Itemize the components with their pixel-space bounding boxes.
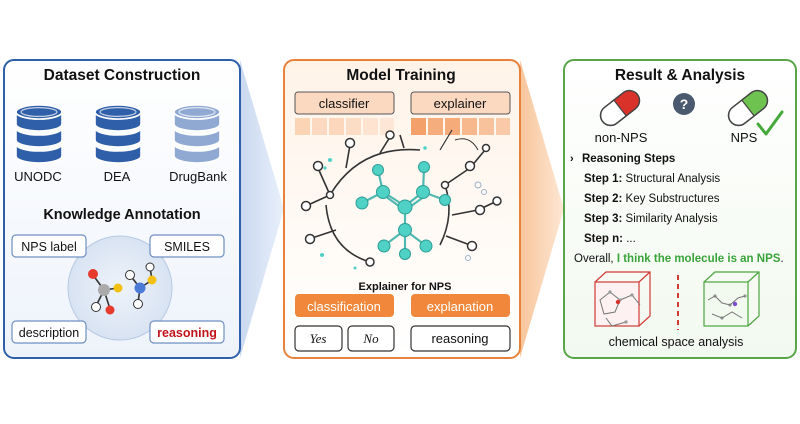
chemical-space-red-cube <box>594 271 651 327</box>
tag-nps-label: NPS label <box>11 234 87 258</box>
classification-box: classification <box>295 294 394 317</box>
explanation-label: explanation <box>427 299 494 314</box>
no-label: No <box>362 331 379 346</box>
flow-arrow-1 <box>240 60 284 358</box>
check-icon <box>756 110 784 136</box>
question-mark: ? <box>680 96 689 112</box>
explainer-label: explainer <box>434 96 487 111</box>
reasoning-steps: › Reasoning Steps Step 1: Structural Ana… <box>570 153 784 265</box>
nps-label: NPS <box>731 130 758 145</box>
tag-smiles: SMILES <box>149 234 225 258</box>
tag-reasoning-text: reasoning <box>157 326 217 340</box>
result-panel: Result & Analysis ? non-NPS NPS › Reason… <box>563 59 797 359</box>
database-icon-drugbank <box>173 104 221 164</box>
classifier-box: classifier <box>294 91 395 115</box>
explainer-box: explainer <box>410 91 511 115</box>
red-capsule-icon <box>599 89 641 127</box>
molecule-cloud-right <box>707 295 746 319</box>
explanation-box: explanation <box>411 294 510 317</box>
chemical-space-label: chemical space analysis <box>609 335 744 349</box>
database-label-unodc: UNODC <box>14 169 62 184</box>
database-icon-dea <box>94 104 142 164</box>
database-label-dea: DEA <box>104 169 131 184</box>
reasoning-header: Reasoning Steps <box>582 153 675 165</box>
tag-nps-label-text: NPS label <box>21 240 77 254</box>
step-3: Step 3: Similarity Analysis <box>584 213 718 225</box>
step-n: Step n: ... <box>584 233 636 245</box>
dataset-title: Dataset Construction <box>44 67 201 84</box>
reasoning-label: reasoning <box>431 331 488 346</box>
yes-label: Yes <box>310 331 327 346</box>
result-title: Result & Analysis <box>615 67 745 84</box>
green-capsule-icon <box>727 89 769 127</box>
atom-dots <box>88 262 157 315</box>
tag-description-text: description <box>19 326 79 340</box>
explainer-tokens <box>411 118 510 135</box>
step-2: Step 2: Key Substructures <box>584 193 720 205</box>
chevron-right-icon: › <box>570 153 574 165</box>
step-1: Step 1: Structural Analysis <box>584 173 720 185</box>
database-label-drugbank: DrugBank <box>169 169 227 184</box>
tag-reasoning: reasoning <box>149 320 225 344</box>
tag-smiles-text: SMILES <box>164 240 210 254</box>
tag-description: description <box>11 320 87 344</box>
non-nps-label: non-NPS <box>595 130 648 145</box>
annotation-title: Knowledge Annotation <box>43 207 200 223</box>
classification-label: classification <box>307 299 381 314</box>
yes-box: Yes <box>294 325 343 352</box>
classifier-label: classifier <box>319 96 370 111</box>
explainer-caption: Explainer for NPS <box>359 281 452 293</box>
flow-arrow-2 <box>520 60 564 358</box>
overall-conclusion: Overall, I think the molecule is an NPS. <box>574 253 784 265</box>
training-title: Model Training <box>346 67 455 84</box>
reasoning-box: reasoning <box>410 325 511 352</box>
training-panel: Model Training classifier explainer <box>283 59 521 359</box>
no-box: No <box>347 325 395 352</box>
database-icon-unodc <box>15 104 63 164</box>
molecule-network-illustration <box>300 129 502 270</box>
question-icon: ? <box>673 93 695 115</box>
dataset-panel: Dataset Construction UNODC DEA DrugBank … <box>3 59 241 359</box>
